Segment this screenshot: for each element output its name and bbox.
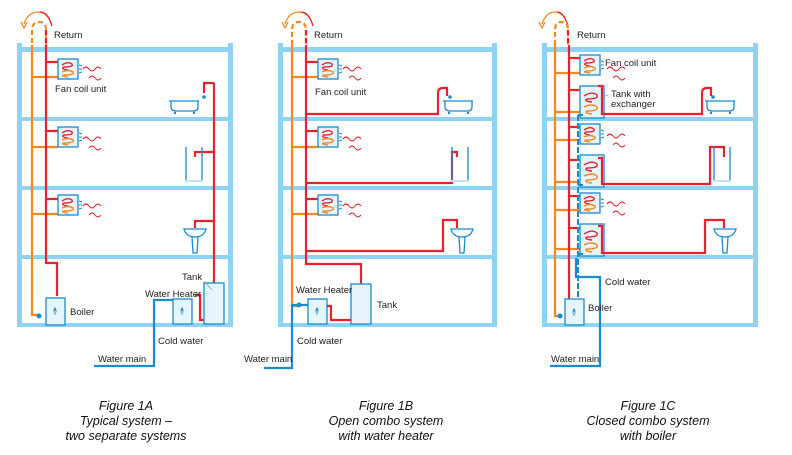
water-main-label: Water main bbox=[551, 354, 599, 365]
figure-1b: Return Fan coil unit Water Heater Tank C… bbox=[244, 11, 497, 370]
water-heater-label: Water Heater bbox=[296, 285, 352, 296]
cold-water-label: Cold water bbox=[297, 336, 342, 347]
tank-with-exchanger-icon bbox=[579, 154, 605, 188]
pump-icon bbox=[557, 313, 563, 319]
heat-waves-icon bbox=[82, 203, 102, 218]
caption-figure-1c: Figure 1C Closed combo system with boile… bbox=[548, 399, 748, 444]
caption-line: two separate systems bbox=[65, 429, 187, 443]
water-main-label: Water main bbox=[98, 354, 146, 365]
caption-line: Closed combo system bbox=[586, 414, 710, 428]
boiler-label: Boiler bbox=[588, 303, 612, 314]
water-main-label: Water main bbox=[244, 354, 292, 365]
supply-pipe bbox=[44, 45, 59, 296]
pump-icon bbox=[36, 313, 42, 319]
boiler-label: Boiler bbox=[70, 307, 94, 318]
fan-coil-unit-icon bbox=[57, 126, 83, 148]
fan-coil-unit-icon bbox=[317, 126, 343, 148]
sink-icon bbox=[450, 228, 474, 254]
cold-water-pipe bbox=[94, 298, 173, 368]
fan-coil-unit-label: Fan coil unit bbox=[315, 87, 367, 98]
tank-label: Tank bbox=[182, 272, 202, 283]
fan-coil-unit-icon bbox=[317, 194, 343, 216]
heat-waves-icon bbox=[606, 201, 626, 216]
fan-coil-unit-icon bbox=[579, 123, 605, 145]
caption-title: Figure 1C bbox=[620, 399, 676, 413]
cold-water-pipe bbox=[550, 258, 602, 368]
tank-with-exchanger-icon bbox=[579, 223, 605, 257]
sink-icon bbox=[713, 228, 737, 254]
caption-title: Figure 1A bbox=[98, 399, 154, 413]
heat-waves-icon bbox=[82, 136, 102, 151]
building-structure bbox=[17, 43, 233, 327]
tank-with-exchanger-icon bbox=[579, 85, 605, 119]
fan-coil-unit-icon bbox=[57, 194, 83, 216]
return-pipe bbox=[30, 45, 40, 317]
water-heater-label: Water Heater bbox=[145, 289, 201, 300]
tank-with-exchanger-label-line1: Tank with bbox=[611, 89, 651, 100]
tank-with-exchanger-label-line2: exchanger bbox=[611, 99, 655, 110]
caption-line: with water heater bbox=[338, 429, 434, 443]
fan-coil-unit-label: Fan coil unit bbox=[605, 58, 657, 69]
heat-waves-icon bbox=[606, 133, 626, 148]
return-label: Return bbox=[577, 30, 606, 41]
heat-waves-icon bbox=[342, 66, 362, 81]
return-arrow-icon bbox=[281, 11, 314, 45]
caption-line: Typical system – bbox=[79, 414, 173, 428]
supply-pipe bbox=[304, 45, 363, 284]
caption-figure-1a: Figure 1A Typical system – two separate … bbox=[26, 399, 226, 444]
return-arrow-icon bbox=[20, 11, 53, 315]
bathtub-icon bbox=[442, 100, 474, 115]
bathtub-icon bbox=[168, 100, 200, 115]
fan-coil-unit-icon bbox=[579, 192, 605, 214]
cold-water-label: Cold water bbox=[158, 336, 203, 347]
sink-icon bbox=[183, 228, 207, 254]
building-structure bbox=[542, 43, 758, 327]
building-structure bbox=[278, 43, 497, 327]
heat-waves-icon bbox=[342, 203, 362, 218]
return-pipe bbox=[290, 45, 298, 308]
heat-waves-icon bbox=[82, 66, 102, 81]
shower-icon bbox=[712, 146, 732, 183]
figure-1c: Return Fan coil unit Tank with exchanger… bbox=[538, 11, 758, 368]
fan-coil-unit-label: Fan coil unit bbox=[55, 84, 107, 95]
caption-title: Figure 1B bbox=[358, 399, 414, 413]
return-label: Return bbox=[54, 30, 83, 41]
return-label: Return bbox=[314, 30, 343, 41]
fan-coil-unit-icon bbox=[57, 58, 83, 80]
tank-icon bbox=[203, 282, 225, 325]
caption-line: with boiler bbox=[619, 429, 677, 443]
bathtub-icon bbox=[704, 100, 736, 115]
return-arrow-icon bbox=[538, 11, 570, 45]
tank-label: Tank bbox=[377, 300, 397, 311]
cold-water-pipe bbox=[264, 303, 308, 370]
cold-water-label: Cold water bbox=[605, 277, 650, 288]
figure-1a: Return Fan coil unit Tank Water Heater B… bbox=[17, 11, 233, 368]
return-pipe bbox=[553, 45, 561, 318]
caption-figure-1b: Figure 1B Open combo system with water h… bbox=[286, 399, 486, 444]
tank-icon bbox=[350, 283, 372, 325]
fan-coil-unit-icon bbox=[317, 58, 343, 80]
heat-waves-icon bbox=[342, 136, 362, 151]
caption-line: Open combo system bbox=[328, 414, 444, 428]
fan-coil-unit-icon bbox=[579, 54, 605, 76]
